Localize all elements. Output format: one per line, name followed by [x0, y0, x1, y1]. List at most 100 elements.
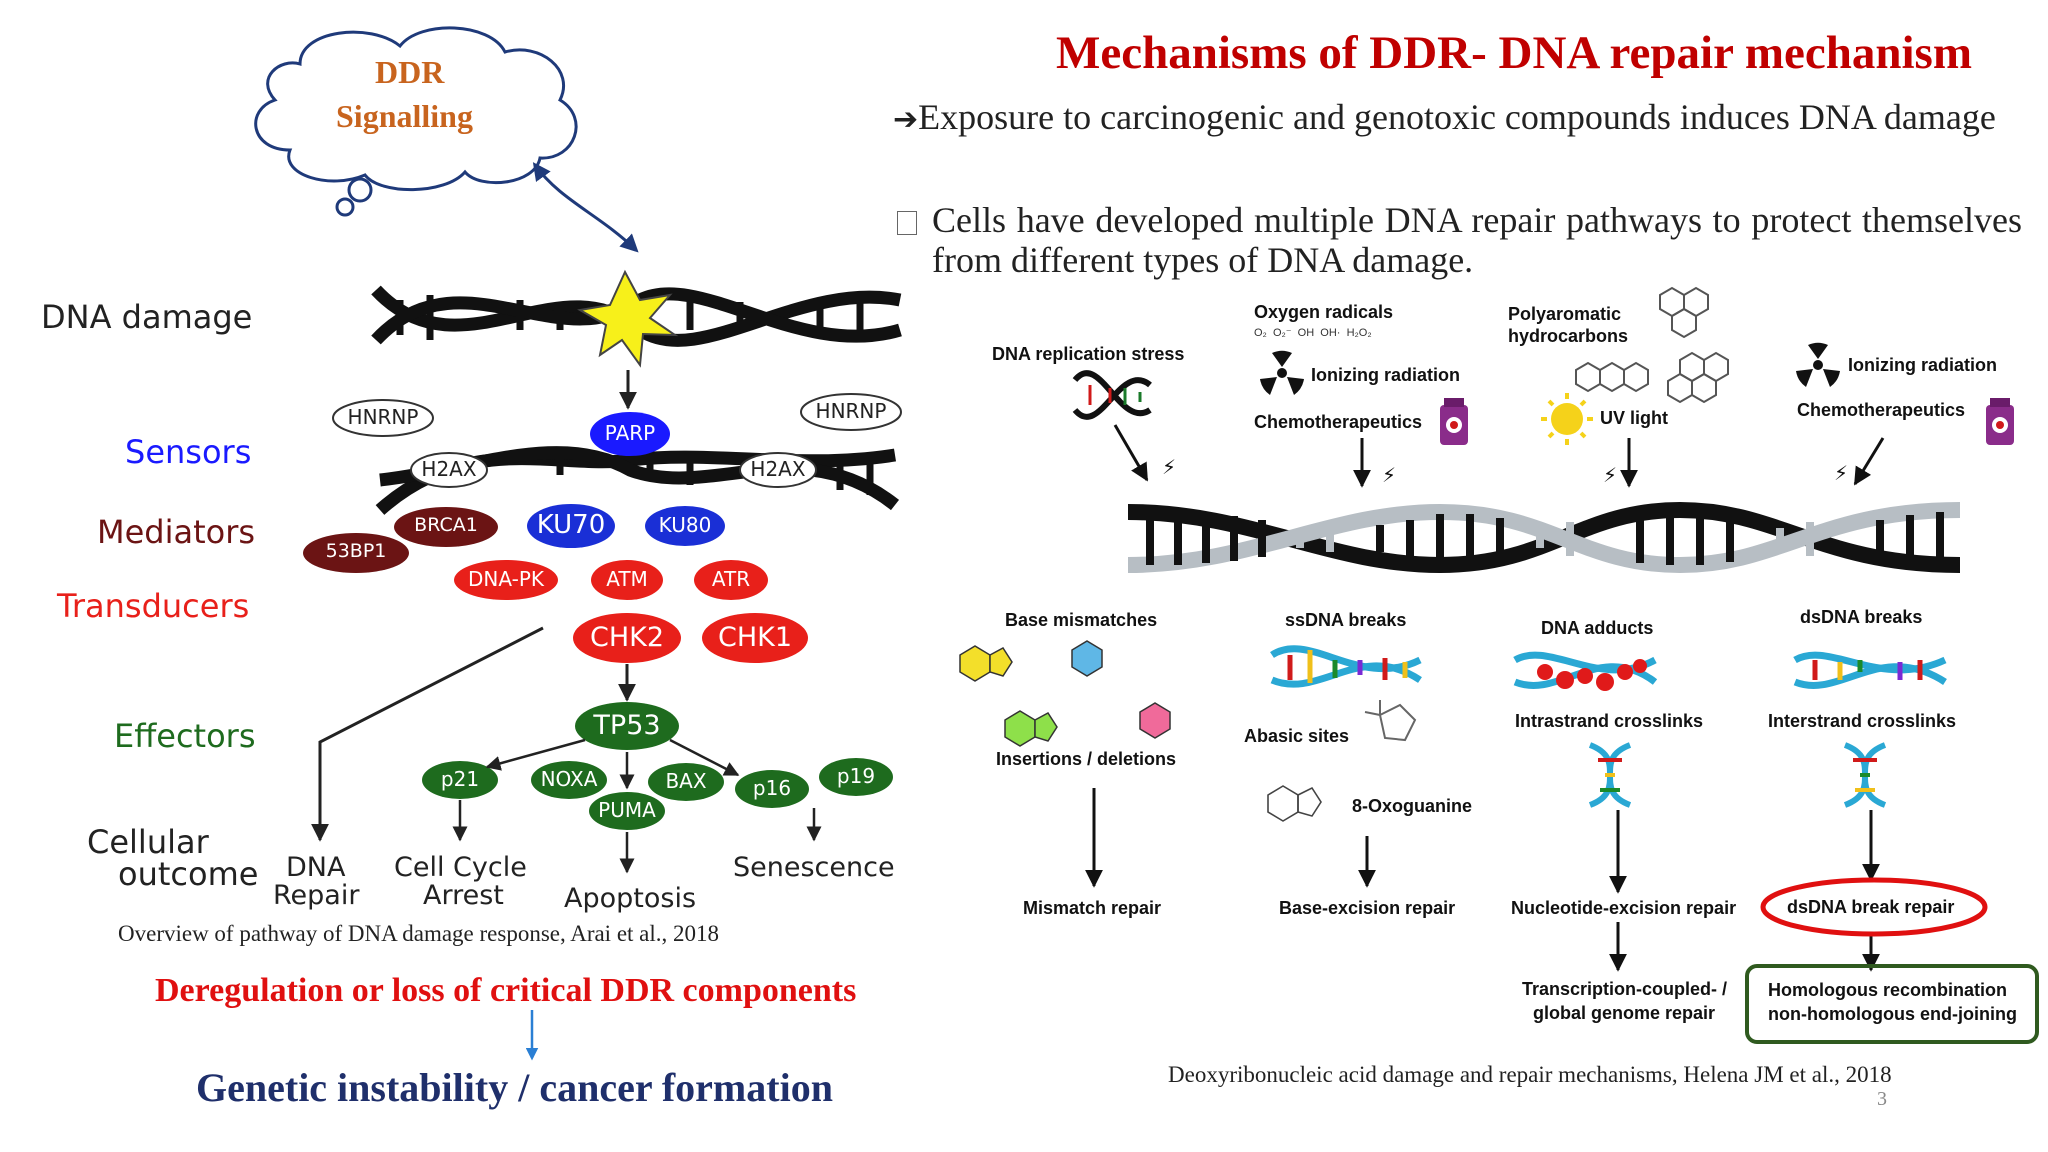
puma-oval	[589, 792, 665, 830]
lbl-replication-stress: DNA replication stress	[992, 344, 1185, 364]
lbl-base-mismatches: Base mismatches	[1005, 610, 1158, 630]
label-puma: PUMA	[598, 798, 656, 822]
cloud-double-arrow	[532, 162, 639, 253]
ddr-signalling-cloud	[254, 26, 578, 217]
damage-star-icon	[577, 269, 679, 368]
right-figure-caption: Deoxyribonucleic acid damage and repair …	[1168, 1062, 1892, 1087]
base-molecules-icon	[959, 640, 1171, 747]
lbl-abasic-sites: Abasic sites	[1244, 726, 1350, 746]
label-bax: BAX	[665, 769, 707, 793]
label-dnapk: DNA-PK	[468, 567, 544, 591]
lbl-interstrand: Interstrand crosslinks	[1768, 711, 1957, 731]
label-brca1: BRCA1	[414, 514, 478, 536]
dna-helix-top	[371, 269, 902, 368]
bolt-icon-3: ⚡	[1603, 463, 1617, 487]
medicine-bottle-icon-1	[1440, 398, 1468, 445]
lbl-oxoguanine: 8-Oxoguanine	[1352, 796, 1473, 816]
bolt-icon-4: ⚡	[1834, 461, 1848, 485]
dsdna-repair-highlight	[1760, 877, 1988, 937]
label-h2ax-left: H2AX	[421, 457, 477, 481]
outcome-repair: Repair	[273, 880, 360, 911]
lbl-ionizing-1: Ionizing radiation	[1311, 365, 1460, 385]
outcome-apoptosis: Apoptosis	[564, 883, 697, 914]
lbl-dsdna-break-repair: dsDNA break repair	[1787, 897, 1955, 917]
lbl-dna-adducts: DNA adducts	[1541, 618, 1654, 638]
checkbox-bullet-icon	[897, 211, 917, 235]
cloud-line2: Signalling	[336, 98, 473, 134]
lbl-intrastrand: Intrastrand crosslinks	[1515, 711, 1704, 731]
chk2-oval	[573, 613, 681, 663]
lbl-nucleotide-excision-repair: Nucleotide-excision repair	[1511, 898, 1737, 918]
label-ku80: KU80	[658, 513, 712, 537]
outcome-senescence: Senescence	[733, 852, 895, 883]
row-label-sensors: Sensors	[125, 433, 252, 471]
abasic-sugar-icon	[1364, 700, 1417, 742]
label-chk2: CHK2	[589, 622, 665, 653]
label-p21: p21	[440, 767, 480, 791]
lbl-ionizing-2: Ionizing radiation	[1848, 355, 1997, 375]
label-p16: p16	[752, 776, 792, 800]
label-atr: ATR	[711, 567, 751, 591]
label-hnrnp-left: HNRNP	[347, 405, 419, 429]
adduct-helix-icon	[1513, 651, 1658, 691]
lbl-base-excision-repair: Base-excision repair	[1279, 898, 1456, 918]
lbl-oxygen-radicals: Oxygen radicals	[1254, 302, 1394, 322]
left-figure-caption: Overview of pathway of DNA damage respon…	[118, 921, 720, 946]
tp53-oval	[575, 702, 679, 750]
lbl-tc-gg-2: global genome repair	[1533, 1003, 1716, 1023]
chk1-oval	[702, 613, 808, 663]
outcome-cell-cycle: Cell Cycle	[394, 852, 527, 883]
row-label-mediators: Mediators	[97, 513, 256, 551]
radiation-icon-2	[1796, 342, 1840, 387]
row-label-cellular: Cellular	[87, 823, 209, 861]
lbl-tc-gg-1: Transcription-coupled- /	[1522, 979, 1728, 999]
brca1-oval	[394, 507, 498, 547]
lbl-polyaromatic-2: hydrocarbons	[1508, 326, 1629, 346]
label-chk1: CHK1	[717, 622, 793, 653]
page-number: 3	[1877, 1088, 1887, 1110]
intrastrand-crosslink-icon	[1588, 742, 1632, 808]
label-tp53: TP53	[593, 710, 661, 741]
bullet-1-text: Exposure to carcinogenic and genotoxic c…	[918, 97, 1996, 137]
consequence-line1: Deregulation or loss of critical DDR com…	[155, 972, 857, 1009]
p21-oval	[422, 761, 498, 799]
lbl-oxygen-species: O₂ O₂⁻ OH OH· H₂O₂	[1254, 327, 1372, 339]
cloud-line1: DDR	[375, 54, 445, 90]
noxa-oval	[531, 761, 607, 799]
label-parp: PARP	[604, 421, 656, 445]
label-hnrnp-right: HNRNP	[815, 399, 887, 423]
bullet-2: Cells have developed multiple DNA repair…	[932, 200, 2022, 280]
53bp1-oval	[303, 533, 409, 573]
outcome-arrest: Arrest	[423, 880, 504, 911]
lbl-dsdna-breaks: dsDNA breaks	[1800, 607, 1923, 627]
label-h2ax-right: H2AX	[750, 457, 806, 481]
bullet-1: ➔Exposure to carcinogenic and genotoxic …	[893, 94, 2023, 143]
hr-nhej-highlight-box	[1745, 964, 2039, 1044]
bax-oval	[648, 763, 724, 801]
ssdna-helix-icon	[1270, 645, 1422, 688]
outcome-dna: DNA	[286, 852, 346, 883]
radiation-icon-1	[1260, 350, 1304, 395]
label-p19: p19	[836, 764, 876, 788]
label-ku70: KU70	[536, 510, 606, 540]
bolt-icon-2: ⚡	[1382, 463, 1396, 487]
label-atm: ATM	[606, 567, 648, 591]
label-53bp1: 53BP1	[325, 540, 387, 562]
lbl-polyaromatic-1: Polyaromatic	[1508, 304, 1622, 324]
consequence-line2: Genetic instability / cancer formation	[196, 1065, 833, 1110]
row-label-dna-damage: DNA damage	[41, 298, 253, 336]
big-dna-helix	[1127, 501, 1961, 574]
lbl-uv-light: UV light	[1600, 408, 1668, 428]
oxoguanine-icon	[1267, 785, 1322, 822]
lbl-nhej: non-homologous end-joining	[1768, 1004, 2017, 1024]
lbl-chemo-1: Chemotherapeutics	[1254, 412, 1423, 432]
ku70-oval	[527, 504, 615, 548]
atr-oval	[694, 560, 768, 600]
p16-oval	[735, 770, 809, 808]
h2ax-right-oval	[739, 452, 817, 488]
slide-title: Mechanisms of DDR- DNA repair mechanism	[1056, 27, 1972, 79]
row-label-outcome: outcome	[118, 855, 259, 893]
dnapk-oval	[454, 560, 558, 600]
